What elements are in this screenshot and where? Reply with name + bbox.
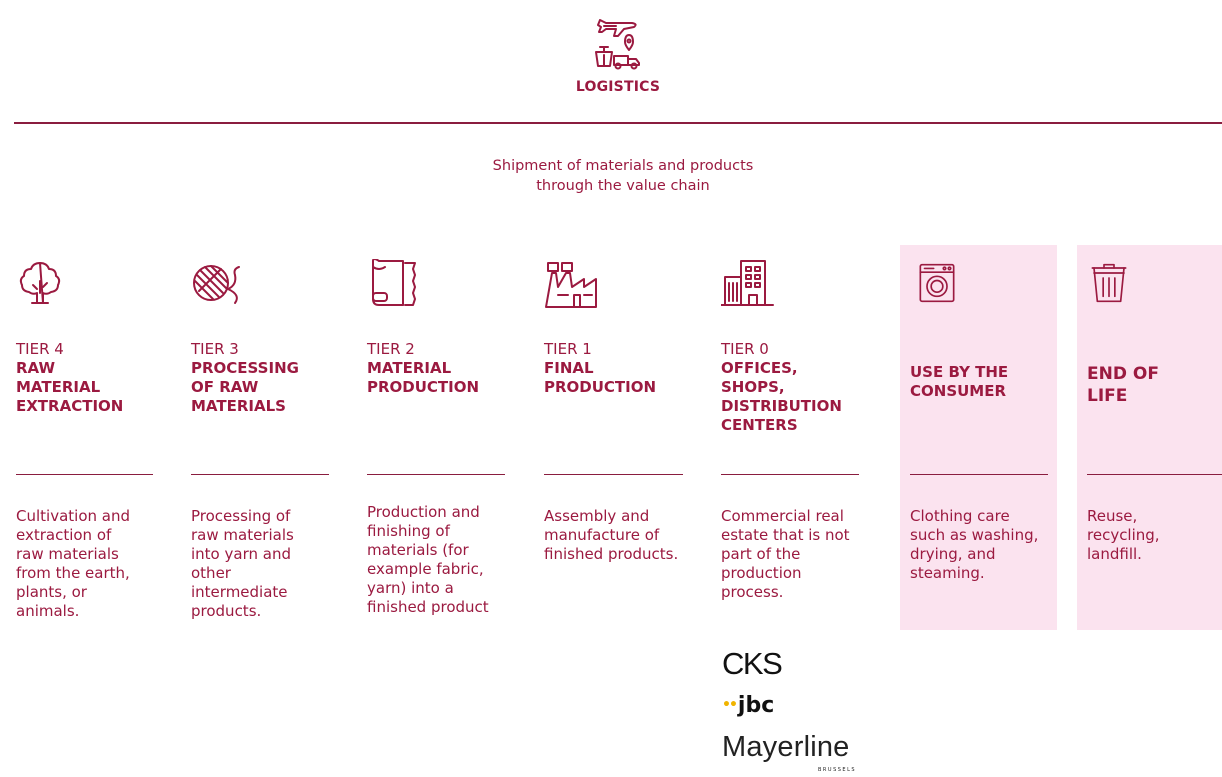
column-divider [367, 474, 505, 475]
stage-description: Commercial real estate that is not part … [721, 507, 850, 601]
stage-name: PROCESSING OF RAW MATERIALS [191, 359, 299, 415]
logistics-title: LOGISTICS [575, 79, 661, 95]
column-use-by-consumer: USE BY THE CONSUMER Clothing care such a… [900, 245, 1057, 630]
tree-icon [19, 262, 61, 304]
stage-description: Production and finishing of materials (f… [367, 503, 489, 616]
subtitle-line-2: through the value chain [536, 178, 710, 194]
tier-label: TIER 2 [367, 340, 415, 358]
stage-name: END OF LIFE [1087, 364, 1159, 406]
column-end-of-life: END OF LIFE Reuse, recycling, landfill. [1077, 245, 1222, 630]
column-divider [910, 474, 1048, 475]
column-divider [544, 474, 683, 475]
jbc-logo-dots: •• [722, 697, 738, 713]
stage-description: Processing of raw materials into yarn an… [191, 507, 294, 620]
stage-description: Clothing care such as washing, drying, a… [910, 507, 1039, 582]
column-divider [1087, 474, 1222, 475]
washing-machine-icon [919, 263, 955, 303]
tier-label: TIER 4 [16, 340, 64, 358]
stage-description: Assembly and manufacture of finished pro… [544, 507, 679, 563]
jbc-logo-text: jbc [737, 693, 775, 718]
logistics-transport-icon [595, 19, 640, 70]
tier-label: TIER 0 [721, 340, 769, 358]
column-divider [16, 474, 153, 475]
trash-bin-icon [1091, 263, 1127, 303]
mayerline-logo: Mayerline [722, 731, 850, 763]
logistics-subtitle: Shipment of materials and products throu… [0, 156, 1222, 196]
tier-label: TIER 3 [191, 340, 239, 358]
fabric-roll-icon [372, 259, 416, 306]
stage-name: USE BY THE CONSUMER [910, 363, 1009, 400]
stage-description: Reuse, recycling, landfill. [1087, 507, 1160, 563]
column-processing-raw-materials: TIER 3 PROCESSING OF RAW MATERIALS Proce… [191, 245, 331, 630]
section-divider [14, 122, 1222, 124]
yarn-ball-icon [193, 265, 240, 304]
column-offices-shops: TIER 0 OFFICES, SHOPS, DISTRIBUTION CENT… [721, 245, 861, 630]
factory-icon [545, 262, 597, 308]
stage-name: FINAL PRODUCTION [544, 359, 657, 396]
column-divider [721, 474, 859, 475]
cks-logo: CKS [722, 646, 783, 681]
mayerline-logo-subtitle: BRUSSELS [818, 767, 857, 773]
stage-name: MATERIAL PRODUCTION [367, 359, 480, 396]
office-building-icon [721, 260, 774, 306]
stage-description: Cultivation and extraction of raw materi… [16, 507, 130, 620]
jbc-logo: ••jbc [722, 693, 774, 718]
stage-name: RAW MATERIAL EXTRACTION [16, 359, 124, 415]
column-raw-material-extraction: TIER 4 RAW MATERIAL EXTRACTION Cultivati… [16, 245, 156, 630]
column-final-production: TIER 1 FINAL PRODUCTION Assembly and man… [544, 245, 684, 630]
column-material-production: TIER 2 MATERIAL PRODUCTION Production an… [367, 245, 507, 630]
tier-label: TIER 1 [544, 340, 592, 358]
stage-name: OFFICES, SHOPS, DISTRIBUTION CENTERS [721, 359, 842, 434]
column-divider [191, 474, 329, 475]
subtitle-line-1: Shipment of materials and products [492, 158, 754, 174]
